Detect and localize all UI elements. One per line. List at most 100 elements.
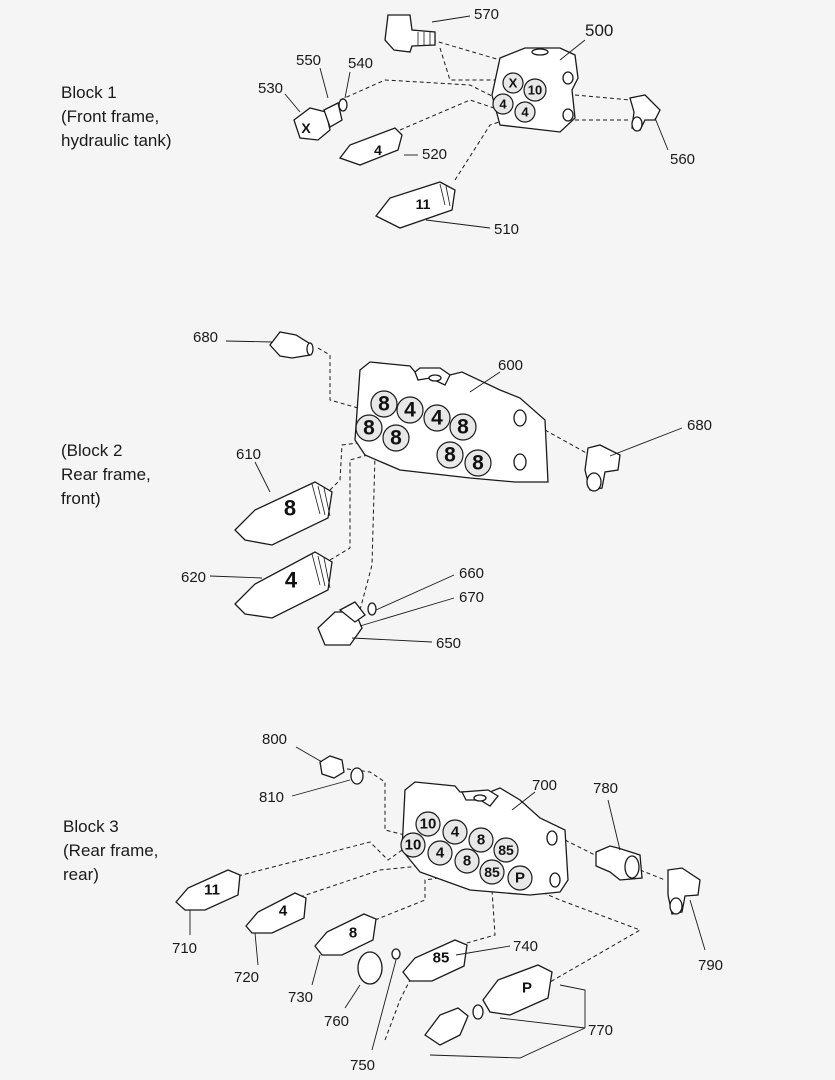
b2-port-8e: 8	[436, 441, 464, 469]
o-ring-750	[391, 948, 401, 960]
svg-text:8: 8	[457, 416, 469, 439]
b3-leader-730	[311, 954, 321, 986]
b1-leader-570	[431, 15, 471, 23]
b2-port-8a: 8	[370, 390, 398, 418]
svg-text:8: 8	[378, 393, 390, 416]
b1-dash-520	[399, 99, 501, 131]
part-num-600: 600	[498, 357, 523, 374]
svg-text:P: P	[522, 980, 532, 997]
svg-text:4: 4	[436, 845, 445, 862]
b2-port-4a: 4	[396, 396, 424, 424]
fitting-570	[384, 14, 436, 53]
cartridge-710: 11	[175, 869, 241, 911]
part-num-710: 710	[172, 940, 197, 957]
b2-leader-620	[209, 575, 263, 579]
o-ring-660	[367, 602, 377, 616]
svg-text:4: 4	[451, 824, 460, 841]
b2-leader-680a	[225, 340, 273, 343]
b3-leader-740	[455, 945, 511, 956]
svg-text:8: 8	[349, 925, 357, 942]
b1-leader-530	[284, 93, 301, 113]
block-2-line-2: Rear frame,	[61, 465, 151, 484]
b2-dash-680a	[317, 347, 359, 409]
b1-port-10: 10	[523, 78, 547, 102]
part-num-780: 780	[593, 780, 618, 797]
b1-port-4b: 4	[514, 101, 536, 123]
b3-dash-800	[339, 767, 406, 836]
part-num-650: 650	[436, 635, 461, 652]
svg-text:10: 10	[420, 816, 437, 833]
svg-text:10: 10	[405, 837, 422, 854]
b1-dash-510	[454, 119, 506, 181]
b3-leader-810	[291, 779, 351, 797]
svg-text:85: 85	[433, 950, 450, 967]
b2-leader-680b	[609, 427, 683, 457]
block-2-line-1: (Block 2	[61, 441, 123, 460]
block-3-assembly: 10 4 8 85 10 4 8 85 P 11	[172, 731, 723, 1074]
svg-text:X: X	[301, 120, 311, 136]
plug-800	[319, 755, 345, 779]
elbow-680-top	[269, 331, 314, 359]
block-3-line-1: Block 3	[63, 817, 119, 836]
b2-port-8b: 8	[449, 413, 477, 441]
svg-text:8: 8	[390, 427, 402, 450]
part-num-520: 520	[422, 146, 447, 163]
b3-port-4a: 4	[442, 819, 468, 845]
part-num-810: 810	[259, 789, 284, 806]
part-num-510: 510	[494, 221, 519, 238]
b1-dash-530	[339, 79, 501, 101]
b1-leader-540	[344, 71, 351, 99]
b3-dash-720	[299, 864, 431, 898]
elbow-680-right	[584, 444, 621, 492]
cartridge-520: 4	[338, 127, 403, 166]
b1-leader-500	[559, 39, 586, 61]
part-num-540: 540	[348, 55, 373, 72]
b1-port-x: X	[502, 72, 524, 94]
cartridge-720: 4	[245, 892, 307, 934]
o-ring-810	[350, 767, 364, 785]
part-num-680-right: 680	[687, 417, 712, 434]
b2-port-8f: 8	[464, 449, 492, 477]
b3-leader-780	[607, 799, 621, 851]
b3-port-8b: 8	[454, 848, 480, 874]
valve-assembly-770: P	[424, 964, 553, 1046]
b2-leader-650	[351, 637, 433, 643]
svg-text:4: 4	[285, 568, 298, 593]
svg-text:P: P	[515, 870, 525, 887]
b3-port-10b: 10	[400, 832, 426, 858]
part-num-530: 530	[258, 80, 283, 97]
b2-leader-660	[375, 574, 455, 611]
b2-port-8c: 8	[355, 414, 383, 442]
cartridge-730: 8	[314, 913, 377, 956]
b2-dash-650	[359, 449, 411, 611]
b3-leader-750	[371, 959, 397, 1051]
b2-port-8d: 8	[382, 424, 410, 452]
b2-leader-610	[254, 461, 271, 493]
part-num-660: 660	[459, 565, 484, 582]
manifold-700: 10 4 8 85 10 4 8 85 P	[400, 781, 569, 896]
svg-text:8: 8	[444, 444, 456, 467]
block-3-line-3: rear)	[63, 865, 99, 884]
svg-text:4: 4	[279, 903, 288, 920]
part-num-670: 670	[459, 589, 484, 606]
part-num-770: 770	[588, 1022, 613, 1039]
b1-dash-560	[574, 94, 631, 121]
b3-leader-800	[295, 746, 323, 763]
svg-text:4: 4	[431, 407, 443, 430]
b3-dash-740	[459, 889, 496, 946]
b3-port-10a: 10	[415, 811, 441, 837]
b3-port-4b: 4	[427, 840, 453, 866]
part-num-680-top: 680	[193, 329, 218, 346]
b1-leader-510	[425, 219, 491, 229]
part-num-760: 760	[324, 1013, 349, 1030]
block-2-assembly: 8 4 4 8 8 8 8 8 8 4	[181, 329, 712, 652]
block-1-line-1: Block 1	[61, 83, 117, 102]
b2-dash-610	[329, 439, 381, 491]
b3-port-85b: 85	[479, 859, 505, 885]
elbow-790	[667, 867, 701, 915]
b1-leader-560	[654, 117, 669, 151]
part-num-550: 550	[296, 52, 321, 69]
part-num-560: 560	[670, 151, 695, 168]
b3-bracket-770	[429, 984, 586, 1059]
